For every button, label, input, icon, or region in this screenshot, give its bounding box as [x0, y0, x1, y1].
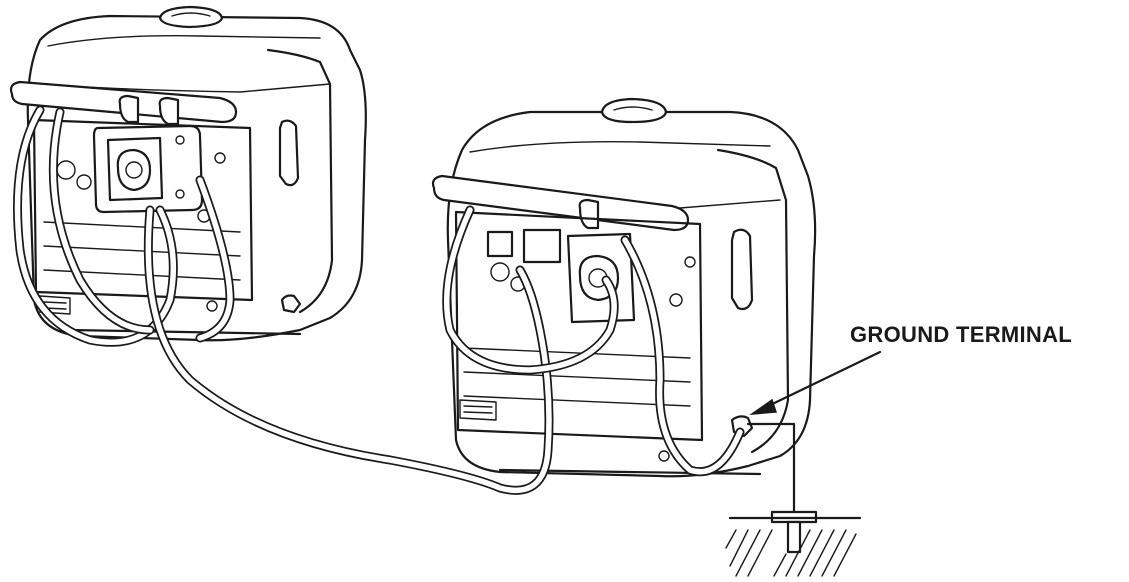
left-generator — [9, 5, 367, 342]
ground-terminal-label: GROUND TERMINAL — [850, 322, 1073, 347]
parallel-cables — [13, 105, 745, 495]
ground-rod — [725, 422, 862, 577]
ground-hatching — [725, 529, 857, 577]
right-generator — [431, 97, 817, 478]
ground-terminal-leader — [749, 350, 882, 415]
